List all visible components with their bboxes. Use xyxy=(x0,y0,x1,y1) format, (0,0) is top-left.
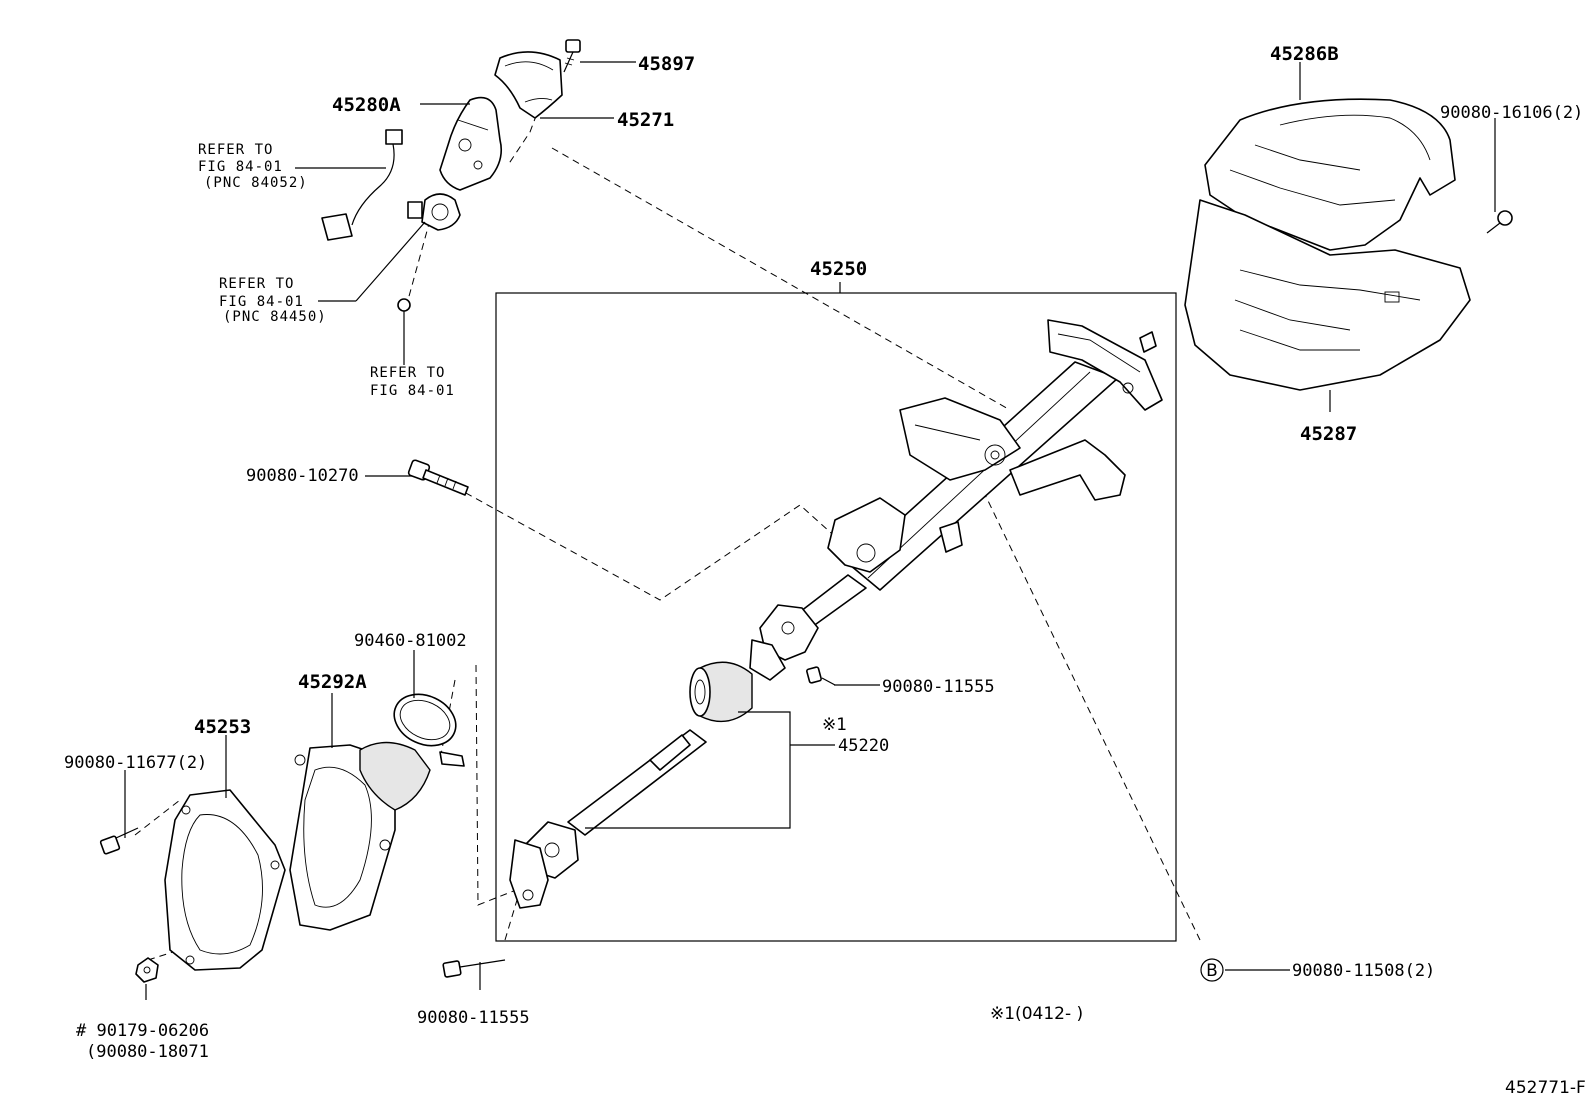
label-90080-16106: 90080-16106(2) xyxy=(1440,103,1583,123)
dashed-leader xyxy=(977,479,1201,941)
bolt-90080-11555-a xyxy=(806,666,836,686)
label-45220: 45220 xyxy=(838,736,889,756)
label-45280a: 45280A xyxy=(332,94,401,116)
nut-90179-06206 xyxy=(135,957,159,983)
assembly-box-45250 xyxy=(495,292,1177,942)
refer-note-1-line3: (PNC 84052) xyxy=(204,175,308,191)
label-45253: 45253 xyxy=(194,716,251,738)
refer-note-2-line3: (PNC 84450) xyxy=(223,309,327,325)
circle-b-marker xyxy=(1200,958,1224,982)
refer-note-2-line1: REFER TO xyxy=(219,276,294,292)
label-90080-11677: 90080-11677(2) xyxy=(64,753,207,773)
refer-note-1-line1: REFER TO xyxy=(198,142,273,158)
dashed-leader xyxy=(551,147,1011,411)
circle-b-letter: B xyxy=(1206,961,1218,981)
dashed-leader xyxy=(454,486,851,601)
clamp-90460-81002 xyxy=(393,693,465,767)
dashed-leader xyxy=(134,799,181,836)
label-90080-11508: 90080-11508(2) xyxy=(1292,961,1435,981)
dashed-leader xyxy=(407,219,431,301)
dashed-leader xyxy=(504,889,521,941)
screw-90080-16106 xyxy=(1486,210,1513,234)
label-note-1: ※1 xyxy=(822,715,847,735)
label-45250: 45250 xyxy=(810,258,867,280)
bolt-90080-11677 xyxy=(99,827,139,855)
screw-small xyxy=(397,298,411,326)
footnote-note-1-range: ※1(0412- ) xyxy=(990,1004,1083,1024)
column-cover-upper-45286b xyxy=(1204,98,1456,251)
label-45271: 45271 xyxy=(617,109,674,131)
refer-note-2-line2: FIG 84-01 xyxy=(219,294,304,310)
ignition-switch-part xyxy=(407,193,461,231)
label-45286b: 45286B xyxy=(1270,43,1339,65)
label-45292a: 45292A xyxy=(298,671,367,693)
label-90179-06206: # 90179-06206 xyxy=(76,1021,209,1041)
refer-note-1-line2: FIG 84-01 xyxy=(198,159,283,175)
gasket-45253 xyxy=(164,789,286,971)
bracket-45280a xyxy=(439,96,503,191)
bolt-90080-10270 xyxy=(407,459,469,496)
label-45287: 45287 xyxy=(1300,423,1357,445)
bolt-90080-11555-b xyxy=(442,959,506,978)
steering-column-assembly xyxy=(509,319,1163,909)
label-90080-11555-a: 90080-11555 xyxy=(882,677,995,697)
label-90460-81002: 90460-81002 xyxy=(354,631,467,651)
column-cover-lower-45287 xyxy=(1184,199,1471,391)
dust-boot-45292a xyxy=(289,741,431,931)
column-clamp-45271 xyxy=(494,51,563,119)
figure-id: 452771-F xyxy=(1505,1078,1586,1098)
sensor-cable xyxy=(321,129,403,241)
label-90080-18071: (90080-18071 xyxy=(86,1042,209,1062)
label-90080-10270: 90080-10270 xyxy=(246,466,359,486)
label-90080-11555-b: 90080-11555 xyxy=(417,1008,530,1028)
refer-note-3-line2: FIG 84-01 xyxy=(370,383,455,399)
refer-note-3-line1: REFER TO xyxy=(370,365,445,381)
bolt-45897 xyxy=(563,39,581,73)
label-45897: 45897 xyxy=(638,53,695,75)
dashed-leader xyxy=(475,664,517,906)
